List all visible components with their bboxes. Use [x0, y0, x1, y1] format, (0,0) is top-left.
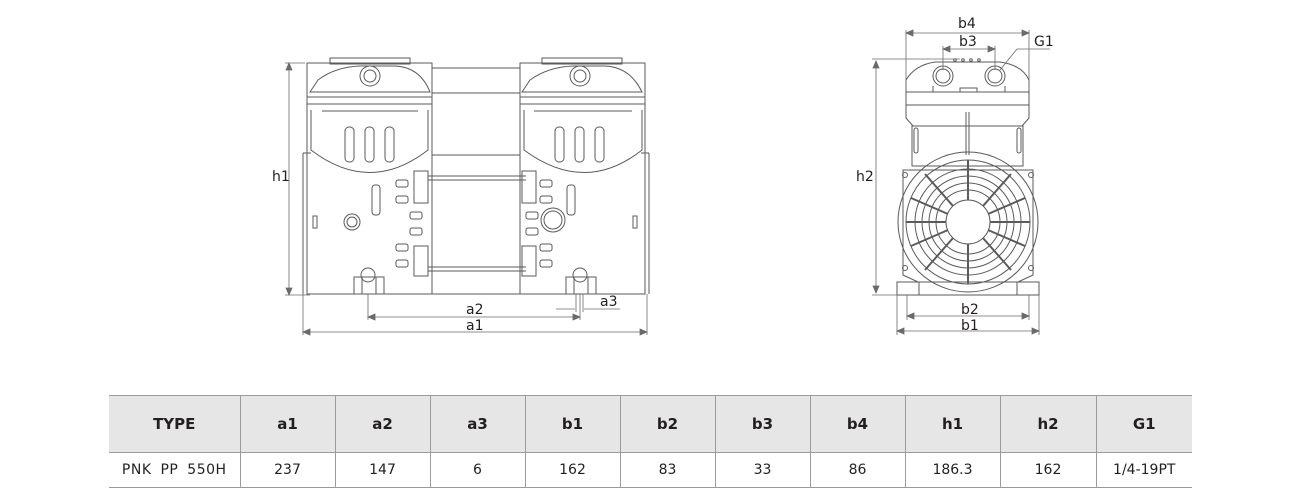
technical-drawing: h1 a2 a1 a3 [272, 16, 1054, 336]
header-b1: b1 [524, 395, 621, 453]
label-g1: G1 [1034, 34, 1054, 50]
header-a1: a1 [239, 395, 336, 453]
label-b2: b2 [961, 302, 979, 318]
side-view-dimensions [285, 61, 649, 336]
front-view-dimensions [872, 29, 1050, 335]
header-h1: h1 [904, 395, 1001, 453]
label-a2: a2 [466, 302, 484, 318]
cell-a1: 237 [239, 452, 336, 488]
label-h1: h1 [272, 169, 290, 185]
table-row: PNK PP 550H 237 147 6 162 83 33 86 186.3… [109, 452, 1192, 488]
cell-b3: 33 [714, 452, 811, 488]
cell-type: PNK PP 550H [109, 452, 241, 488]
table-header-row: TYPE a1 a2 a3 b1 b2 b3 b4 h1 h2 G1 [109, 395, 1192, 453]
cell-h2: 162 [999, 452, 1097, 488]
cell-g1: 1/4-19PT [1095, 452, 1192, 488]
cell-a2: 147 [334, 452, 431, 488]
header-b3: b3 [714, 395, 811, 453]
label-b3: b3 [959, 34, 977, 50]
header-h2: h2 [999, 395, 1097, 453]
label-b1: b1 [961, 318, 979, 334]
cell-b2: 83 [619, 452, 716, 488]
cell-b4: 86 [809, 452, 906, 488]
header-b4: b4 [809, 395, 906, 453]
cell-a3: 6 [429, 452, 526, 488]
cell-b1: 162 [524, 452, 621, 488]
header-type: TYPE [109, 395, 241, 453]
label-a3: a3 [600, 294, 618, 310]
header-a2: a2 [334, 395, 431, 453]
label-b4: b4 [958, 16, 976, 32]
header-b2: b2 [619, 395, 716, 453]
label-a1: a1 [466, 318, 484, 334]
header-g1: G1 [1095, 395, 1192, 453]
header-a3: a3 [429, 395, 526, 453]
label-h2: h2 [856, 169, 874, 185]
spec-table: TYPE a1 a2 a3 b1 b2 b3 b4 h1 h2 G1 PNK P… [109, 395, 1192, 488]
cell-h1: 186.3 [904, 452, 1001, 488]
front-view [896, 58, 1040, 296]
side-view [302, 57, 650, 295]
